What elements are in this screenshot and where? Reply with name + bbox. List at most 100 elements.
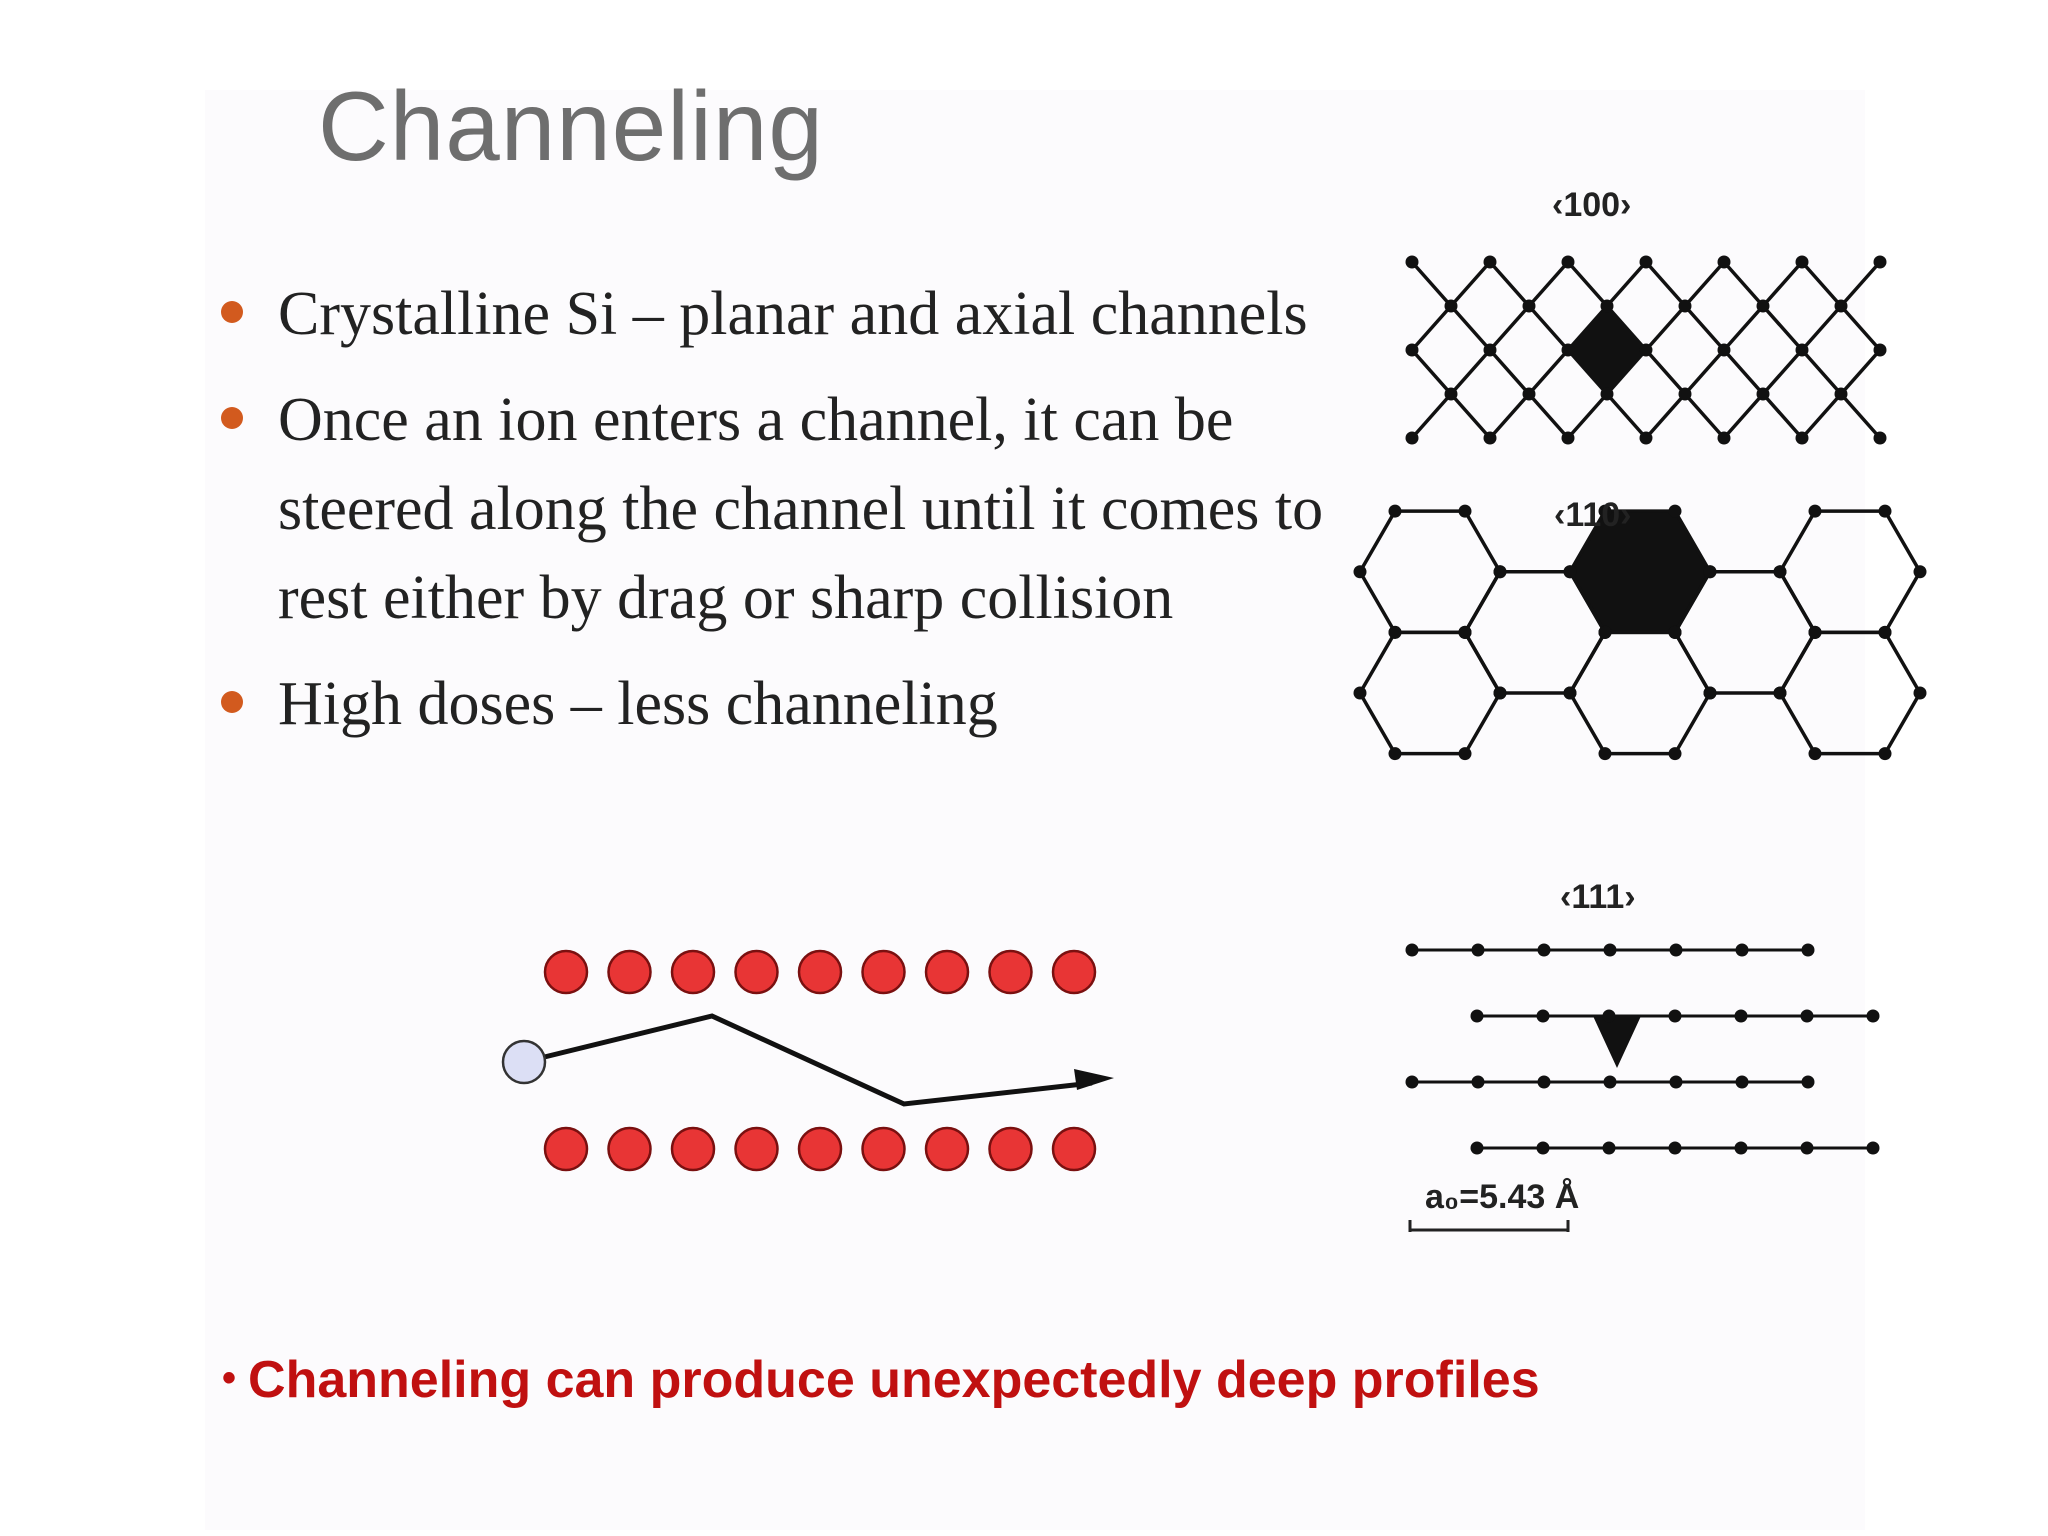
- lattice-atom: [1800, 1141, 1814, 1155]
- lattice-atom: [1537, 1075, 1551, 1089]
- trajectory-arrowhead: [1074, 1069, 1114, 1090]
- lattice-atom-top: [1051, 949, 1097, 995]
- lattice-atom: [1756, 299, 1770, 313]
- lattice-atom-bottom: [797, 1126, 843, 1172]
- lattice-atom: [1834, 299, 1848, 313]
- lattice-atom: [1493, 565, 1507, 579]
- bond-line: [1644, 348, 1687, 396]
- atom-rows: [543, 949, 1097, 1172]
- bullet-text: High doses – less channeling: [278, 670, 998, 738]
- lattice-atom: [1603, 1075, 1617, 1089]
- bond-line: [1566, 260, 1609, 308]
- lattice-atom: [1536, 1009, 1550, 1023]
- lattice-atom-bottom: [607, 1126, 652, 1172]
- lattice-atom: [1717, 343, 1731, 357]
- lattice-atom: [1878, 504, 1892, 518]
- bond-line: [1449, 304, 1492, 352]
- bond-line: [1839, 348, 1882, 396]
- bond-line: [1683, 392, 1726, 440]
- lattice-atom: [1669, 1075, 1683, 1089]
- bond-line: [1683, 348, 1726, 396]
- lattice-atom-top: [861, 949, 906, 995]
- bond-line: [1410, 260, 1453, 308]
- bond-line: [1605, 392, 1648, 440]
- bottom-note: •Channeling can produce unexpectedly dee…: [222, 1350, 1540, 1410]
- bond-line: [1527, 348, 1570, 396]
- lattice-atom: [1773, 686, 1787, 700]
- bullet-dot-icon: [221, 301, 243, 323]
- lattice-atom-bottom: [1051, 1126, 1097, 1172]
- bullet-item: Once an ion enters a channel, it can be …: [215, 376, 1335, 643]
- channel-filled: [1593, 1016, 1641, 1068]
- lattice-atom: [1388, 504, 1402, 518]
- bond-line: [1488, 304, 1531, 352]
- lattice-atom: [1669, 943, 1683, 957]
- bond-line: [1800, 304, 1843, 352]
- lattice-atom: [1600, 387, 1614, 401]
- lattice-atom: [1668, 625, 1682, 639]
- lattice-atom: [1639, 255, 1653, 269]
- lattice-atom: [1668, 504, 1682, 518]
- lattice-atom: [1639, 431, 1653, 445]
- lattice-atom: [1388, 747, 1402, 761]
- bond-line: [1449, 348, 1492, 396]
- lattice-atom: [1678, 387, 1692, 401]
- bullet-text: Once an ion enters a channel, it can be …: [278, 386, 1324, 632]
- lattice-atom: [1734, 1009, 1748, 1023]
- lattice-atom-top: [734, 949, 779, 995]
- bullet-text: Crystalline Si – planar and axial channe…: [278, 280, 1308, 348]
- lattice-atom: [1536, 1141, 1550, 1155]
- lattice-atom: [1483, 431, 1497, 445]
- bond-line: [1722, 392, 1765, 440]
- lattice-atom: [1678, 299, 1692, 313]
- lattice-atom: [1756, 387, 1770, 401]
- lattice-atom: [1801, 1075, 1815, 1089]
- lattice-atom: [1405, 943, 1419, 957]
- lattice-atom: [1561, 431, 1575, 445]
- lattice-atom: [1800, 1009, 1814, 1023]
- lattice-atom: [1717, 431, 1731, 445]
- bond-line: [1527, 392, 1570, 440]
- lattice-atom: [1873, 343, 1887, 357]
- lattice-atom: [1561, 343, 1575, 357]
- lattice-atom: [1873, 431, 1887, 445]
- lattice-atom: [1735, 1075, 1749, 1089]
- bond-line: [1449, 392, 1492, 440]
- lattice-atom: [1493, 686, 1507, 700]
- lattice-atom: [1483, 255, 1497, 269]
- lattice-atom-top: [988, 949, 1033, 995]
- bond-line: [1839, 304, 1882, 352]
- bond-line: [1488, 260, 1531, 308]
- lattice-atom: [1873, 255, 1887, 269]
- channel-filled: [1568, 306, 1646, 394]
- bond-line: [1410, 348, 1453, 396]
- lattice-atom-bottom: [988, 1126, 1033, 1172]
- lattice-atom: [1598, 625, 1612, 639]
- lattice-constant-label: a₀=5.43 Å: [1425, 1178, 1580, 1216]
- lattice-atom: [1639, 343, 1653, 357]
- bond-line: [1644, 260, 1687, 308]
- lattice-atom: [1563, 686, 1577, 700]
- ion-trajectory: [523, 1013, 1093, 1107]
- bond-line: [1566, 392, 1609, 440]
- lattice-atom: [1795, 431, 1809, 445]
- lattice-atom: [1735, 943, 1749, 957]
- lattice-atom: [1458, 504, 1472, 518]
- lattice-atom: [1795, 343, 1809, 357]
- bottom-bullet-icon: •: [222, 1356, 237, 1400]
- lattice-atom: [1603, 943, 1617, 957]
- lattice-atom-top: [543, 949, 589, 995]
- lattice-atom: [1801, 943, 1815, 957]
- lattice-atom: [1405, 1075, 1419, 1089]
- bond-line: [1722, 260, 1765, 308]
- lattice-atom: [1668, 1009, 1682, 1023]
- lattice-atom: [1458, 625, 1472, 639]
- lattice-atom: [1405, 431, 1419, 445]
- lattice-atom: [1600, 299, 1614, 313]
- lattice-atom: [1913, 686, 1927, 700]
- lattice-atom: [1563, 565, 1577, 579]
- lattice-atom-bottom: [734, 1126, 779, 1172]
